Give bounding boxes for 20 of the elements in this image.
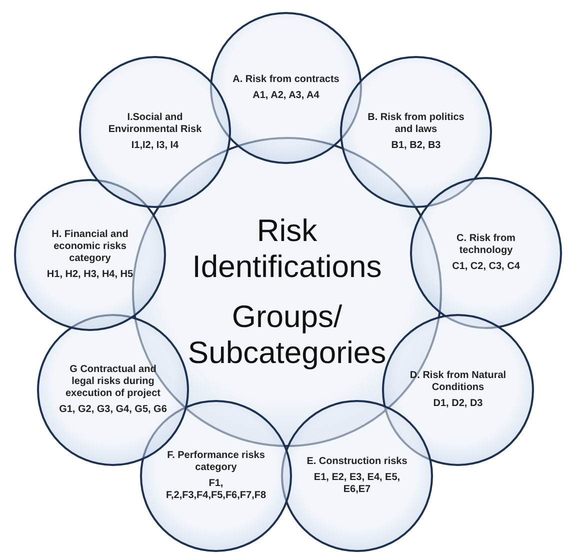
category-heading: E. Construction risks <box>306 456 408 468</box>
risk-codes: G1, G2, G3, G4, G5, G6 <box>59 404 167 416</box>
category-heading: C. Risk from technology <box>456 233 516 257</box>
risk-codes: I1,I2, I3, I4 <box>131 140 179 152</box>
category-heading: F. Performance risks category <box>166 450 266 474</box>
central-title: Risk Identifications <box>191 213 383 285</box>
risk-codes: A1, A2, A3, A4 <box>252 90 320 102</box>
category-heading: D. Risk from Natural Conditions <box>408 370 508 394</box>
risk-codes: C1, C2, C3, C4 <box>452 261 520 273</box>
category-heading: A. Risk from contracts <box>232 74 340 86</box>
risk-codes: H1, H2, H3, H4, H5 <box>46 269 134 281</box>
risk-codes: B1, B2, B3 <box>391 140 441 152</box>
risk-codes: E1, E2, E3, E4, E5, E6,E7 <box>312 472 402 496</box>
risk-codes: D1, D2, D3 <box>433 398 483 410</box>
risk-codes: F1, F,2,F3,F4,F5,F6,F7,F8 <box>164 478 268 502</box>
category-heading: G Contractual and legal risks during execution of project <box>64 364 162 400</box>
category-heading: B. Risk from politics and laws <box>366 112 466 136</box>
category-heading: H. Financial and economic risks category <box>50 229 130 265</box>
category-heading: I.Social and Environmental Risk <box>107 112 203 136</box>
central-title: Groups/ Subcategories <box>187 299 387 371</box>
